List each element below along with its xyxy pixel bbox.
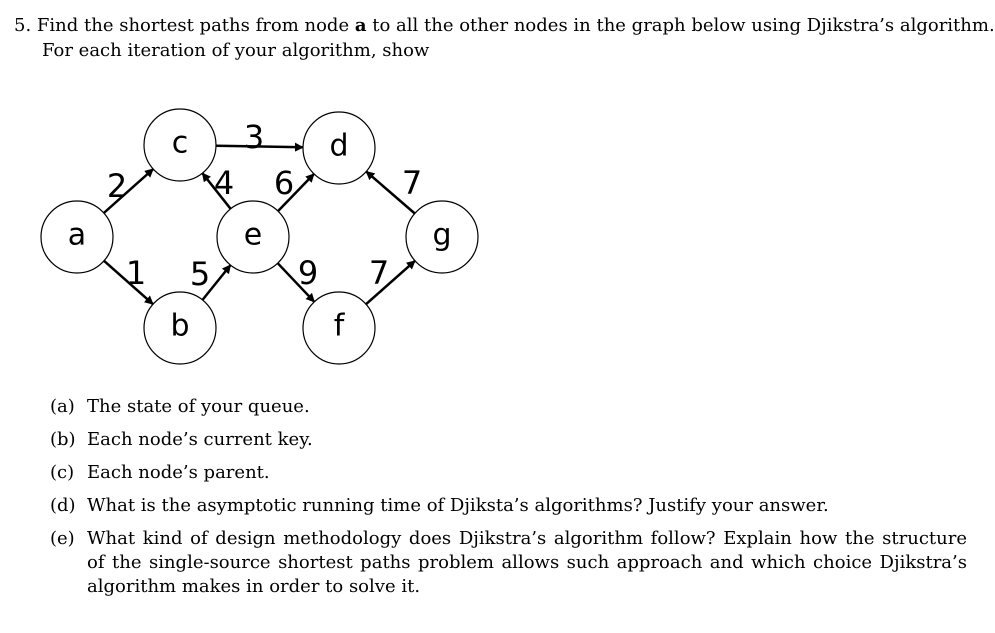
edge-weight-e-c: 4	[214, 164, 234, 202]
node-label-c: c	[172, 126, 189, 161]
node-c: c	[143, 108, 217, 182]
edge-weight-a-b: 1	[126, 254, 146, 292]
node-label-f: f	[334, 309, 346, 344]
sub-question-label: (d)	[50, 495, 76, 516]
edge-b-e	[201, 264, 232, 301]
node-label-g: g	[432, 218, 451, 253]
node-e: e	[216, 200, 290, 274]
question-line-1: 5. Find the shortest paths from node a t…	[14, 14, 995, 38]
edge-weight-c-d: 3	[244, 118, 264, 156]
node-g: g	[405, 200, 479, 274]
node-circle-c	[143, 108, 217, 182]
sub-question-text: Each node’s parent.	[87, 462, 270, 483]
sub-question-label: (c)	[50, 462, 75, 483]
edge-e-c	[201, 172, 232, 210]
node-circle-d	[302, 111, 376, 185]
edge-a-c	[102, 168, 155, 214]
question-line-2: For each iteration of your algorithm, sh…	[42, 40, 430, 61]
edge-weight-f-g: 7	[369, 254, 389, 292]
node-a: a	[40, 200, 114, 274]
node-circle-e	[216, 200, 290, 274]
question-number: 5.	[14, 15, 32, 36]
question-text-end: to all the other nodes in the graph belo…	[372, 15, 995, 36]
edge-g-d	[365, 170, 416, 215]
source-node-bold: a	[354, 15, 367, 36]
edge-weight-e-d: 6	[274, 164, 294, 202]
sub-question-label: (b)	[50, 429, 76, 450]
node-label-b: b	[170, 309, 189, 344]
edge-e-d	[277, 173, 315, 212]
node-circle-a	[40, 200, 114, 274]
graph-edge-weights: 2 1 34 6 5 9 7 7	[107, 118, 422, 293]
node-circle-b	[143, 291, 217, 365]
graph-nodes: a b c d e f g	[40, 108, 479, 365]
edge-a-b	[103, 259, 154, 306]
node-label-d: d	[329, 129, 348, 164]
graph-figure: a b c d e f g 2 1 34 6 5 9 7 7	[40, 108, 479, 365]
node-circle-g	[405, 200, 479, 274]
question-text-start: Find the shortest paths from node	[36, 15, 350, 36]
edge-weight-a-c: 2	[107, 167, 127, 205]
edge-weight-e-f: 9	[298, 254, 318, 292]
sub-question-text: The state of your queue.	[87, 396, 310, 417]
edge-e-f	[276, 262, 316, 303]
graph-edges	[102, 142, 416, 306]
sub-question-label: (a)	[50, 396, 75, 417]
node-f: f	[302, 291, 376, 365]
node-circle-f	[302, 291, 376, 365]
edge-weight-g-d: 7	[402, 164, 422, 202]
node-label-a: a	[68, 218, 86, 253]
sub-question-text: Each node’s current key.	[87, 429, 313, 450]
edge-c-d	[215, 142, 304, 152]
edge-weight-b-e: 5	[190, 255, 210, 293]
sub-question-text: What kind of design methodology does Dji…	[87, 528, 967, 597]
node-b: b	[143, 291, 217, 365]
edge-f-g	[365, 259, 416, 306]
sub-question-text: What is the asymptotic running time of D…	[87, 495, 829, 516]
sub-question-label: (e)	[50, 528, 75, 549]
node-d: d	[302, 111, 376, 185]
node-label-e: e	[244, 218, 262, 253]
